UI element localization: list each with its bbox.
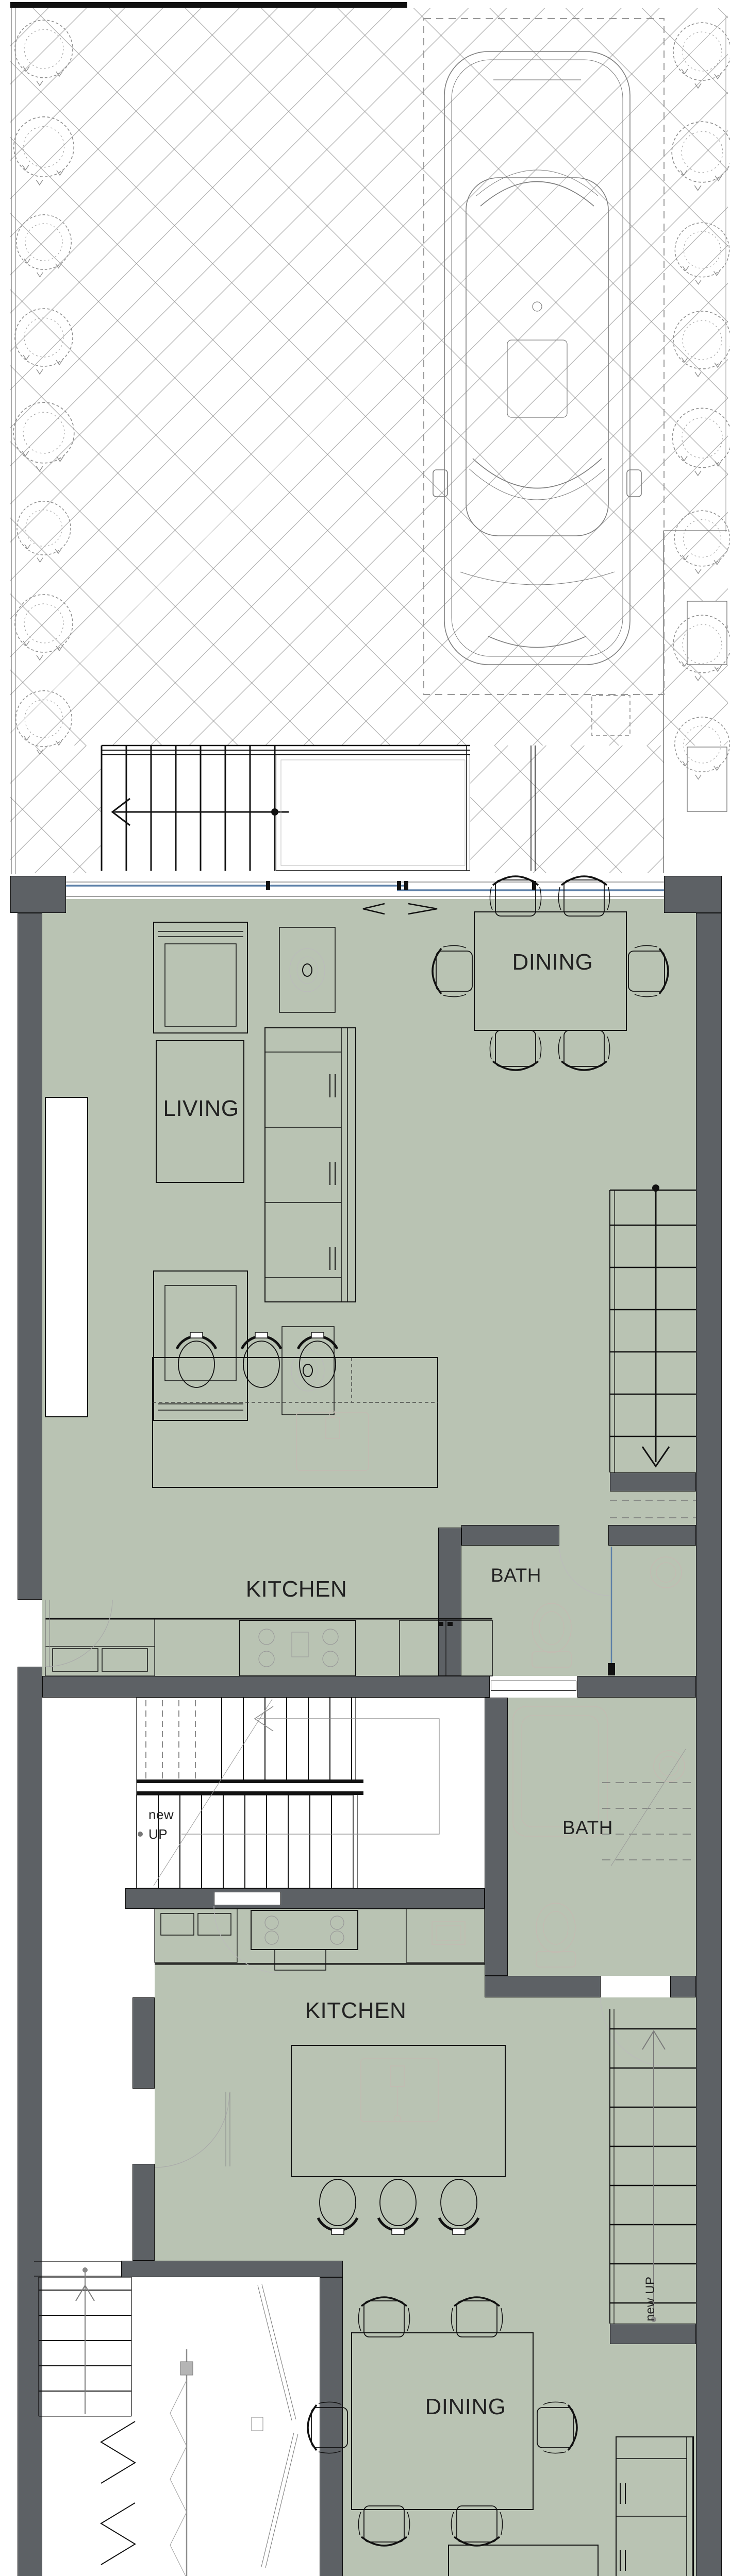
front-yard-paving-left [10, 745, 102, 873]
stairwell-mid [136, 1697, 485, 1889]
floor-bath-lower-mid [508, 1698, 696, 1976]
wall-bath2-south-a [485, 1976, 601, 1997]
wall-stair1-band [610, 1472, 696, 1492]
neighbor-outline [663, 530, 727, 873]
front-yard-paving-right [470, 745, 664, 873]
front-glazing [66, 881, 664, 915]
floor-unit-upper [42, 899, 696, 1676]
wall-bath1-north-a [461, 1525, 559, 1546]
property-boundary-top [10, 2, 407, 8]
living2-furniture [448, 2436, 694, 2576]
property-lines [11, 8, 726, 874]
parking-space [423, 18, 665, 736]
entry-landing [276, 755, 470, 871]
floor-unit-lower-b [155, 1997, 696, 2261]
wall-unit1-south-b [577, 1676, 696, 1698]
wall-stair2-band [610, 2324, 696, 2344]
wall-east [696, 913, 722, 2576]
label-kitchen-upper: KITCHEN [245, 1577, 347, 1602]
bath1-fixtures [532, 1545, 682, 1675]
door-leaf-stairwell-south [214, 1892, 281, 1905]
label-stair-lower-newup: new UP [643, 2276, 658, 2321]
label-bath-lower: BATH [562, 1817, 613, 1838]
wall-bath1-north-b [608, 1525, 696, 1546]
label-bath-upper: BATH [491, 1565, 541, 1586]
wall-bath2-south-b [670, 1976, 696, 1997]
wall-pier-northeast [664, 876, 722, 913]
wall-pier-northwest [10, 876, 66, 913]
kitchen1-counters [45, 1618, 493, 1676]
door-leaf-unit1-south [491, 1681, 576, 1691]
dining1-set [432, 875, 669, 1071]
wall-unit2-west-stub-b [132, 2164, 155, 2261]
label-dining-lower: DINING [425, 2394, 506, 2419]
wall-bath2-west [485, 1698, 508, 1976]
label-stair-lower-up: UP [643, 2276, 657, 2294]
stair2-up [609, 2009, 696, 2324]
wall-west-lower [18, 1667, 42, 2576]
wall-west-upper [18, 913, 42, 1600]
wall-kitchen-bath-divider [438, 1528, 461, 1676]
kitchen1-island [152, 1332, 438, 1488]
car-icon [433, 51, 642, 665]
stair1-down [609, 1184, 696, 1518]
label-stair-lower-new: new [643, 2297, 657, 2321]
floor-unit-lower-a [155, 1909, 485, 1997]
side-passage [34, 2261, 298, 2576]
bath2-fixtures [512, 1706, 695, 2067]
label-living-upper: LIVING [163, 1096, 239, 1121]
wall-unit1-south-a [42, 1676, 490, 1698]
side-door-unit1 [45, 1599, 113, 1667]
unit2-entry-door [154, 2092, 230, 2168]
wall-unit2-band [121, 2261, 343, 2277]
wall-unit2-west-stub-a [132, 1997, 155, 2089]
label-kitchen-lower: KITCHEN [305, 1998, 407, 2023]
wall-living2-west [320, 2277, 343, 2576]
kitchen2-island [291, 2045, 506, 2234]
trees-left [13, 20, 75, 755]
trees-right [671, 22, 730, 780]
floor-unit-lower-c [343, 2261, 696, 2576]
dining2-set [307, 2296, 578, 2547]
entry-stair [101, 744, 536, 871]
living1-furniture [45, 922, 356, 1421]
kitchen2-counters [154, 1906, 485, 1974]
label-stair-mid-up: UP [148, 1826, 168, 1842]
label-stair-mid-new: new [148, 1807, 174, 1822]
label-dining-upper: DINING [512, 950, 593, 975]
